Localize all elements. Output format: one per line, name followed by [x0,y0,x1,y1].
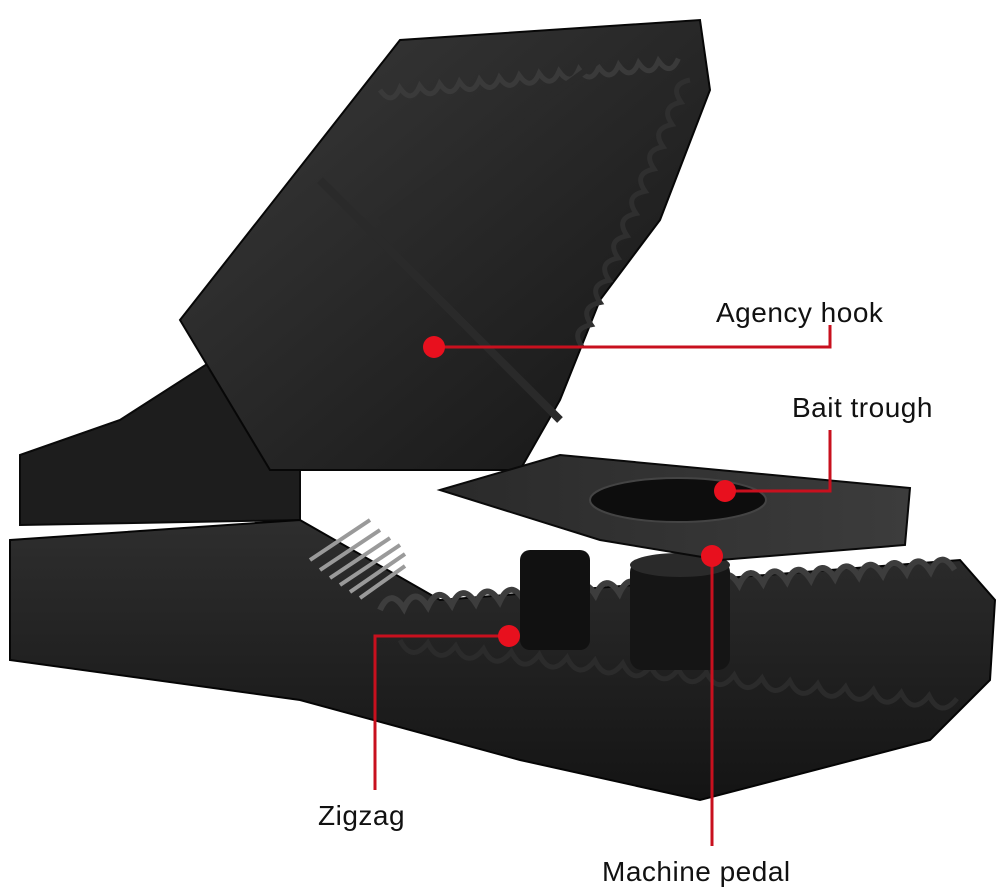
post-right [630,560,730,670]
agency-hook-label: Agency hook [716,297,884,328]
bait-trough-callout-line [725,430,832,493]
callout-dots [423,336,736,647]
jaw-side-teeth [575,77,691,349]
zigzag-marker [498,625,520,647]
bait-cup [589,477,767,523]
bait-trough-marker [714,480,736,502]
jaw-teeth [377,55,681,101]
agency-hook-marker [423,336,445,358]
spring [308,518,407,600]
jaw-rib [317,177,563,423]
zigzag-label: Zigzag [318,800,406,831]
machine-pedal-marker [701,545,723,567]
post-left [520,550,590,650]
jaw-rib-2 [378,57,602,223]
machine-pedal-label: Machine pedal [602,856,791,887]
agency-hook-callout-line [434,325,832,349]
bait-trough-label: Bait trough [792,392,933,423]
callouts [373,325,832,846]
zigzag-callout-line [373,634,509,790]
